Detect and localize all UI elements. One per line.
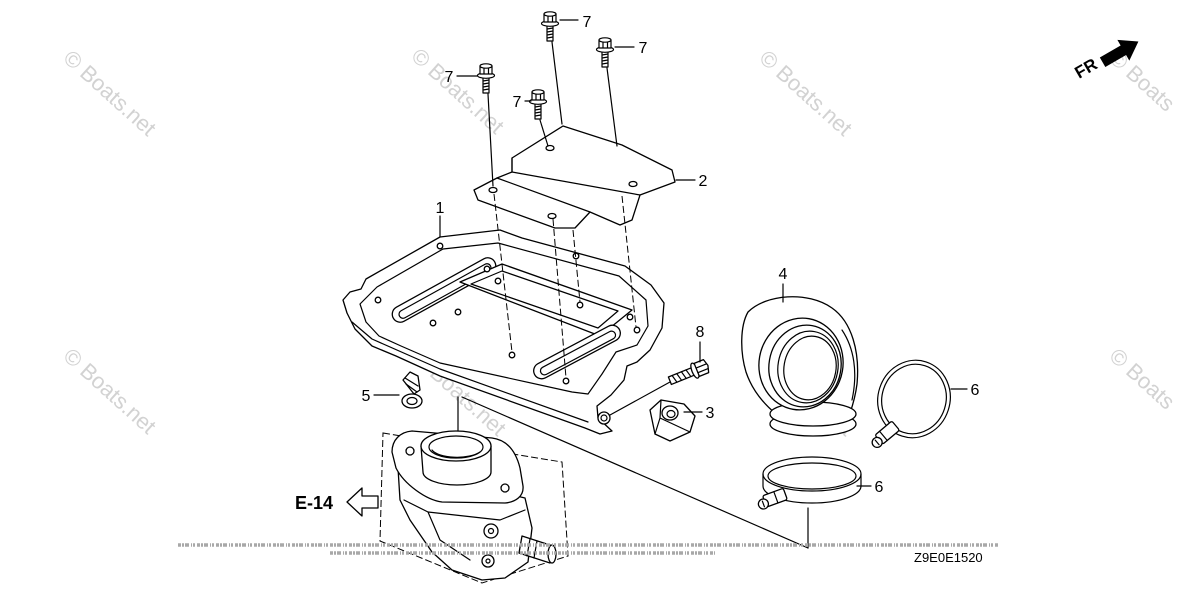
callout-7-d[interactable]: 7 — [513, 94, 532, 111]
part-7-bolt-c — [476, 63, 496, 94]
section-reference-label[interactable]: E-14 — [295, 493, 333, 513]
callout-number[interactable]: 7 — [583, 14, 592, 31]
arrow-up-right-icon — [1099, 39, 1139, 68]
callout-5[interactable]: 5 — [362, 388, 400, 405]
part-7-bolt-a — [540, 11, 560, 42]
callout-2[interactable]: 2 — [675, 173, 708, 190]
drawing-code: Z9E0E1520 — [914, 550, 983, 565]
callout-4[interactable]: 4 — [779, 266, 788, 303]
callout-number[interactable]: 2 — [699, 173, 708, 190]
part-2-bracket — [473, 125, 676, 229]
callout-1[interactable]: 1 — [436, 200, 445, 238]
part-8-bolt — [667, 358, 710, 386]
arrow-left-icon — [346, 487, 379, 517]
part-1-cover-plate — [342, 229, 665, 435]
callout-7-a[interactable]: 7 — [559, 14, 592, 31]
callout-number[interactable]: 6 — [971, 382, 980, 399]
part-3-grommet — [649, 399, 696, 442]
callout-6-lower[interactable]: 6 — [856, 479, 884, 496]
callout-number[interactable]: 8 — [696, 324, 705, 341]
part-6-hose-clamp-lower — [757, 456, 862, 549]
callout-7-c[interactable]: 7 — [445, 69, 478, 86]
front-indicator-label: FR — [1072, 55, 1101, 83]
watermark: © Boats.net — [407, 43, 509, 139]
watermark: © Boats.net — [755, 45, 857, 141]
callout-7-b[interactable]: 7 — [614, 40, 648, 57]
watermark: © Boats.net — [59, 343, 161, 439]
callout-number[interactable]: 7 — [513, 94, 522, 111]
watermark: © Boats — [1105, 343, 1180, 414]
callout-number[interactable]: 4 — [779, 266, 788, 283]
watermark: © Boats.net — [59, 45, 161, 141]
part-6-hose-clamp-upper — [871, 359, 951, 449]
part-4-elbow-hose — [741, 296, 859, 437]
callout-8[interactable]: 8 — [696, 324, 705, 363]
callout-3[interactable]: 3 — [683, 405, 715, 422]
fine-print-marks — [178, 543, 998, 555]
callout-number[interactable]: 3 — [706, 405, 715, 422]
callout-number[interactable]: 1 — [436, 200, 445, 217]
part-7-bolt-b — [595, 37, 615, 68]
section-reference-e14[interactable]: E-14 — [295, 487, 379, 517]
alignment-lines — [457, 41, 809, 549]
callout-number[interactable]: 7 — [445, 69, 454, 86]
callout-number[interactable]: 5 — [362, 388, 371, 405]
callout-6-upper[interactable]: 6 — [950, 382, 980, 399]
callout-number[interactable]: 7 — [639, 40, 648, 57]
carburetor-reference-assembly — [379, 430, 569, 584]
part-5-clip — [401, 371, 423, 409]
part-7-bolt-d — [528, 89, 548, 120]
callout-number[interactable]: 6 — [875, 479, 884, 496]
